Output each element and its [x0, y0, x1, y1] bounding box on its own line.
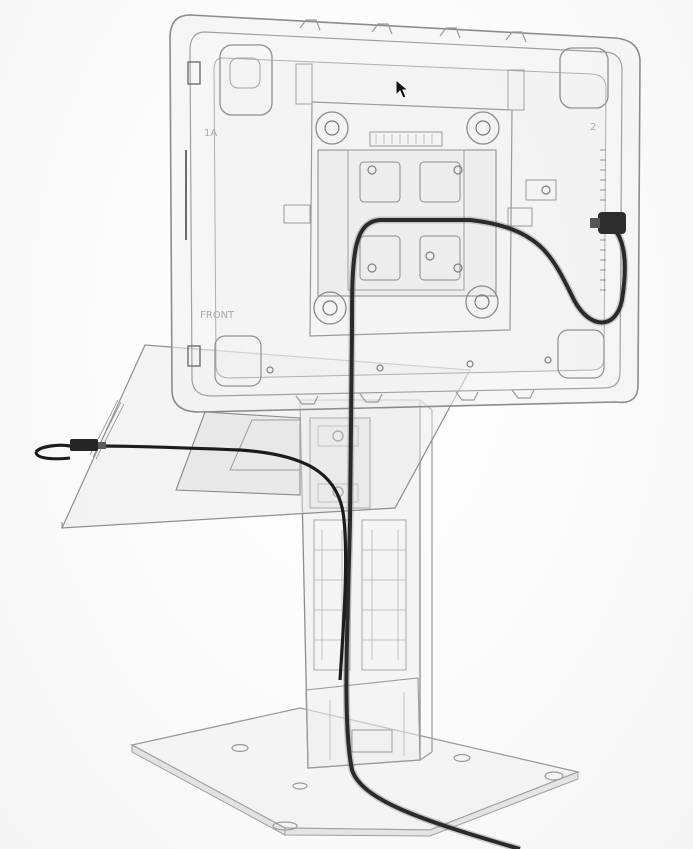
svg-text:2: 2	[590, 122, 596, 133]
cable-plug	[70, 439, 98, 451]
tablet-enclosure: 1A 2 FRONT	[169, 14, 641, 413]
base-screw	[453, 753, 471, 763]
vesa-boss	[466, 111, 500, 145]
cable-connector	[598, 212, 626, 234]
vesa-boss	[465, 285, 499, 319]
base-foot	[272, 821, 298, 831]
base-screw	[292, 782, 308, 790]
power-cable	[342, 212, 629, 849]
svg-text:FRONT: FRONT	[200, 310, 235, 321]
card-reader-cable	[34, 439, 348, 681]
svg-text:1A: 1A	[204, 128, 217, 139]
vesa-boss	[313, 291, 347, 325]
base-plate	[130, 707, 581, 837]
vesa-boss	[315, 111, 349, 145]
base-foot	[544, 771, 564, 781]
base-screw	[231, 743, 249, 753]
arrow-cursor-icon	[395, 78, 410, 99]
column-head	[309, 417, 371, 509]
